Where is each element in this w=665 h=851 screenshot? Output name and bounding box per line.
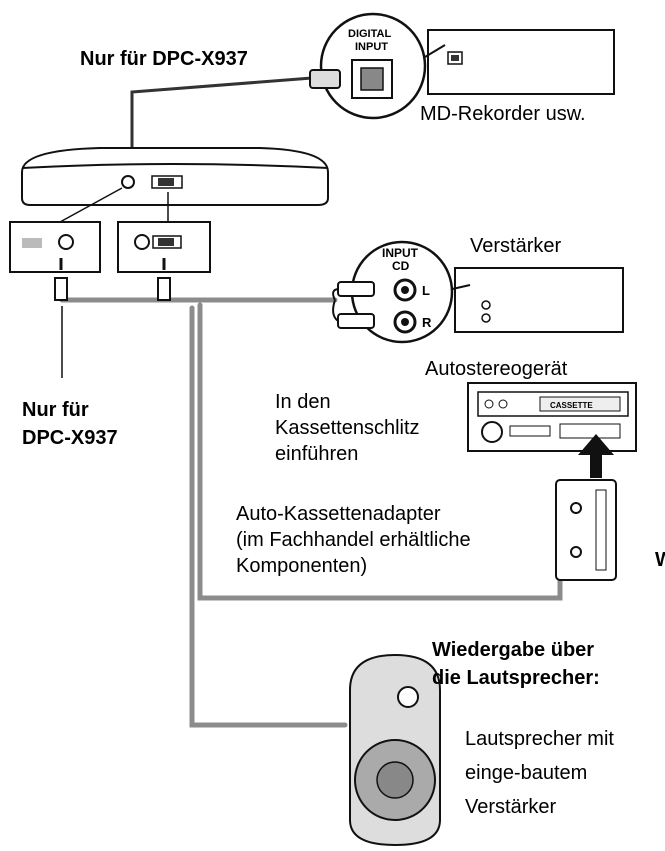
digital-input-line1: DIGITAL <box>348 28 391 40</box>
speaker-desc-1: Lautsprecher mit <box>465 728 614 750</box>
input-cd-bubble <box>332 240 471 344</box>
speaker-desc-3: Verstärker <box>465 796 556 818</box>
jack-plugs <box>54 258 171 301</box>
cable-lines <box>59 297 563 728</box>
cd-player <box>21 147 329 206</box>
channel-l: L <box>422 283 430 298</box>
amplifier-label: Verstärker <box>470 235 561 257</box>
input-cd-line2: CD <box>392 259 410 273</box>
nur-fuer-left-2: DPC-X937 <box>22 427 118 449</box>
speaker-heading-1: Wiedergabe über <box>432 639 594 661</box>
diagram-text: Nur für DPC-X937 DIGITAL INPUT MD-Rekord… <box>22 28 665 818</box>
cut-letter: W <box>655 549 665 571</box>
speaker <box>349 653 441 847</box>
amplifier <box>454 267 624 333</box>
channel-r: R <box>422 315 432 330</box>
cassette-adapter-3: Komponenten) <box>236 555 367 577</box>
optical-cable <box>130 76 313 150</box>
md-recorder-label: MD-Rekorder usw. <box>420 103 586 125</box>
md-recorder <box>427 29 615 95</box>
cassette-adapter-1: Auto-Kassettenadapter <box>236 503 441 525</box>
speaker-desc-2: einge-bautem <box>465 762 587 784</box>
car-stereo-label: Autostereogerät <box>425 358 568 380</box>
digital-input-bubble <box>309 12 446 120</box>
cassette-adapter-2: (im Fachhandel erhältliche <box>236 529 471 551</box>
insert-slot-3: einführen <box>275 443 358 465</box>
digital-input-line2: INPUT <box>355 41 388 53</box>
insert-slot-1: In den <box>275 391 331 413</box>
insert-slot-2: Kassettenschlitz <box>275 417 420 439</box>
cassette-slot-label: CASSETTE <box>550 401 593 410</box>
insert-arrow <box>578 434 614 478</box>
cassette-adapter <box>555 479 617 581</box>
jack-zoom-left <box>9 187 123 273</box>
nur-fuer-left-1: Nur für <box>22 399 89 421</box>
input-cd-line1: INPUT <box>382 246 419 260</box>
car-stereo <box>467 382 637 452</box>
speaker-heading-2: die Lautsprecher: <box>432 667 600 689</box>
nur-fuer-top: Nur für DPC-X937 <box>80 48 248 70</box>
